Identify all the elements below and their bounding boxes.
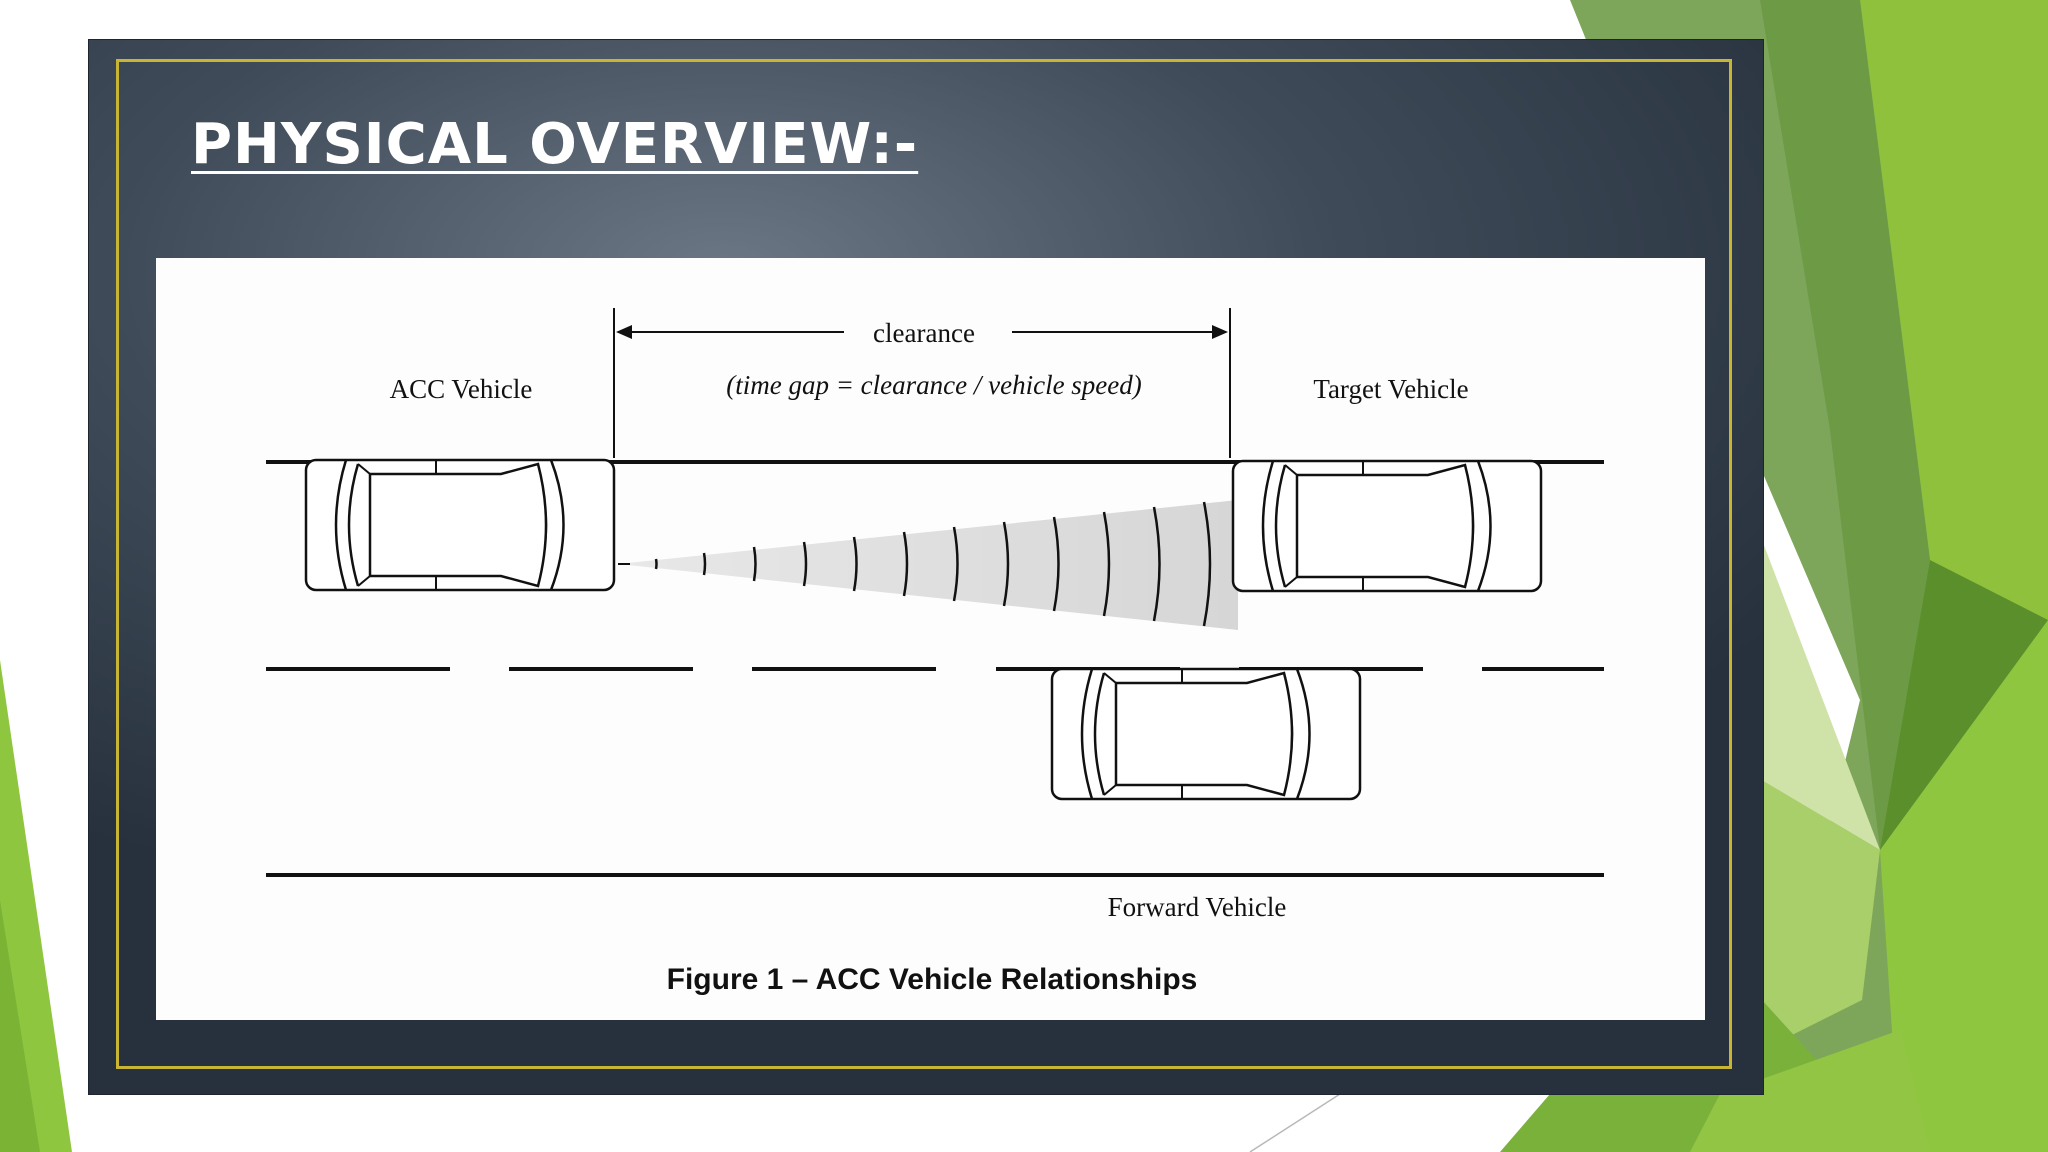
green-facet [1880, 620, 2048, 1152]
acc-diagram: clearance (time gap = clearance / vehicl… [266, 308, 1604, 996]
arrowhead-left [616, 325, 632, 339]
acc-vehicle [304, 458, 616, 592]
radar-beam [618, 500, 1238, 630]
radar-waves [618, 501, 1212, 627]
green-facet [1690, 1030, 1930, 1152]
target-vehicle-label: Target Vehicle [1313, 374, 1468, 404]
target-vehicle [1231, 459, 1543, 593]
slide: PHYSICAL OVERVIEW:- [89, 40, 1763, 1094]
clearance-label: clearance [873, 318, 975, 348]
diagram-panel: clearance (time gap = clearance / vehicl… [156, 258, 1705, 1020]
green-facet [1762, 540, 1880, 850]
slide-title: PHYSICAL OVERVIEW:- [191, 112, 919, 177]
figure-caption: Figure 1 – ACC Vehicle Relationships [667, 963, 1198, 996]
green-facet [0, 900, 40, 1152]
green-facet [1880, 560, 2048, 850]
time-gap-formula: (time gap = clearance / vehicle speed) [726, 370, 1142, 400]
green-facet [1762, 780, 1880, 1050]
arrowhead-right [1212, 325, 1228, 339]
acc-vehicle-label: ACC Vehicle [390, 374, 533, 404]
green-facet [1760, 0, 1930, 850]
accent-line [1249, 1093, 1341, 1152]
forward-vehicle-label: Forward Vehicle [1108, 892, 1287, 922]
forward-vehicle [1050, 667, 1362, 801]
